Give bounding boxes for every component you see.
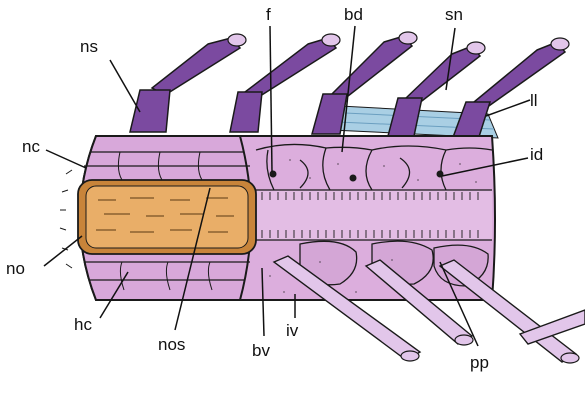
label-f: f	[266, 5, 271, 24]
label-iv: iv	[286, 321, 299, 340]
cut-face	[60, 136, 256, 300]
label-ll: ll	[530, 91, 538, 110]
neural-spine	[130, 34, 246, 132]
label-bv: bv	[252, 341, 270, 360]
haemal-spine	[440, 260, 579, 363]
label-no: no	[6, 259, 25, 278]
label-pp: pp	[470, 353, 489, 372]
label-sn: sn	[445, 5, 463, 24]
notochord	[78, 180, 256, 254]
label-hc: hc	[74, 315, 92, 334]
label-id: id	[530, 145, 543, 164]
label-ns: ns	[80, 37, 98, 56]
label-bd: bd	[344, 5, 363, 24]
label-nos: nos	[158, 335, 185, 354]
label-nc: nc	[22, 137, 40, 156]
